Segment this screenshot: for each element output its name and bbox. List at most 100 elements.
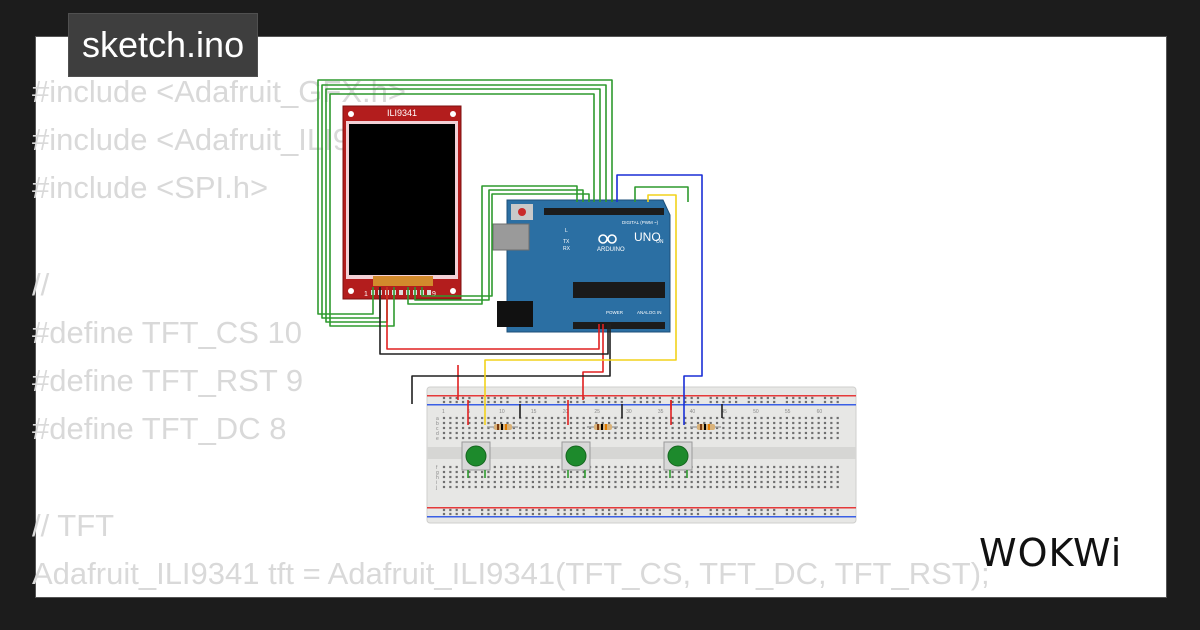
breadboard-hole bbox=[646, 431, 649, 435]
breadboard-hole bbox=[442, 426, 446, 430]
breadboard-hole bbox=[766, 508, 769, 512]
breadboard-hole bbox=[449, 485, 452, 489]
arduino-uno[interactable]: UNO ARDUINO DIGITAL (PWM ~) POWER ANALOG… bbox=[492, 199, 671, 333]
pushbutton-1[interactable] bbox=[461, 441, 491, 478]
breadboard-hole bbox=[785, 421, 788, 425]
breadboard-hole bbox=[792, 436, 795, 440]
breadboard-hole bbox=[455, 465, 458, 469]
breadboard-hole bbox=[792, 426, 795, 430]
breadboard-hole bbox=[715, 416, 719, 420]
breadboard-hole bbox=[766, 512, 769, 516]
breadboard-hole bbox=[442, 485, 446, 489]
breadboard-hole bbox=[639, 508, 642, 512]
breadboard-hole bbox=[601, 470, 604, 474]
pushbutton-3[interactable] bbox=[663, 441, 693, 478]
breadboard-hole bbox=[493, 512, 496, 516]
breadboard-hole bbox=[811, 480, 814, 484]
code-line: #define TFT_DC 8 bbox=[32, 411, 287, 447]
breadboard-column-number: 10 bbox=[499, 409, 505, 415]
breadboard-hole bbox=[766, 426, 769, 430]
breadboard-hole bbox=[557, 416, 560, 420]
breadboard-hole bbox=[804, 485, 808, 489]
breadboard-hole bbox=[652, 416, 655, 420]
breadboard-hole bbox=[455, 421, 458, 425]
breadboard-hole bbox=[474, 480, 477, 484]
breadboard-hole bbox=[557, 396, 560, 400]
breadboard-hole bbox=[779, 475, 782, 479]
code-editor[interactable]: #include <Adafruit_GFX.h>#include <Adafr… bbox=[32, 68, 990, 598]
breadboard-hole bbox=[690, 470, 693, 474]
breadboard-hole bbox=[500, 400, 503, 404]
breadboard-hole bbox=[563, 431, 566, 435]
breadboard-hole bbox=[576, 512, 579, 516]
breadboard-hole bbox=[709, 475, 712, 479]
breadboard-hole bbox=[811, 475, 814, 479]
breadboard-hole bbox=[836, 465, 839, 469]
breadboard-hole bbox=[696, 421, 700, 425]
file-tab[interactable]: sketch.ino bbox=[68, 13, 259, 77]
breadboard-hole bbox=[595, 421, 598, 425]
breadboard-hole bbox=[715, 400, 719, 404]
breadboard-hole bbox=[766, 475, 769, 479]
breadboard-hole bbox=[741, 480, 744, 484]
breadboard-hole bbox=[760, 470, 763, 474]
breadboard-hole bbox=[563, 485, 566, 489]
breadboard-hole bbox=[652, 508, 655, 512]
breadboard-hole bbox=[531, 400, 534, 404]
breadboard-hole bbox=[500, 431, 503, 435]
breadboard-hole bbox=[481, 421, 484, 425]
breadboard-hole bbox=[608, 400, 611, 404]
resistor-2 bbox=[587, 424, 618, 430]
breadboard-hole bbox=[576, 396, 579, 400]
breadboard-hole bbox=[652, 436, 655, 440]
breadboard-hole bbox=[595, 436, 598, 440]
breadboard-hole bbox=[677, 475, 681, 479]
tft-display[interactable]: ILI9341 1 9 bbox=[342, 105, 462, 300]
breadboard-hole bbox=[696, 485, 700, 489]
breadboard-hole bbox=[595, 512, 598, 516]
breadboard-hole bbox=[677, 421, 681, 425]
breadboard-hole bbox=[773, 421, 776, 425]
breadboard-hole bbox=[614, 480, 617, 484]
breadboard-hole bbox=[709, 431, 712, 435]
breadboard-hole bbox=[461, 485, 465, 489]
breadboard-hole bbox=[830, 512, 833, 516]
breadboard-hole bbox=[773, 396, 776, 400]
breadboard-hole bbox=[525, 465, 528, 469]
breadboard-hole bbox=[804, 465, 808, 469]
breadboard-hole bbox=[588, 475, 592, 479]
breadboard-hole bbox=[735, 400, 738, 404]
breadboard-hole bbox=[519, 465, 522, 469]
breadboard-hole bbox=[620, 400, 623, 404]
breadboard-hole bbox=[442, 431, 446, 435]
breadboard-hole bbox=[633, 396, 636, 400]
breadboard-hole bbox=[652, 480, 655, 484]
breadboard-hole bbox=[709, 421, 712, 425]
breadboard-hole bbox=[487, 436, 490, 440]
breadboard-hole bbox=[836, 470, 839, 474]
breadboard-hole bbox=[760, 421, 763, 425]
breadboard-hole bbox=[728, 396, 731, 400]
breadboard-hole bbox=[728, 480, 731, 484]
breadboard-hole bbox=[639, 396, 642, 400]
breadboard-column-number: 50 bbox=[753, 409, 759, 415]
pushbutton-2[interactable] bbox=[561, 441, 591, 478]
breadboard-hole bbox=[582, 480, 585, 484]
breadboard-hole bbox=[754, 400, 757, 404]
breadboard-hole bbox=[823, 431, 827, 435]
breadboard-hole bbox=[506, 512, 509, 516]
breadboard-hole bbox=[633, 512, 636, 516]
breadboard-column-number: 5 bbox=[467, 409, 470, 415]
breadboard-hole bbox=[785, 465, 788, 469]
breadboard-hole bbox=[557, 465, 560, 469]
breadboard-hole bbox=[830, 465, 833, 469]
breadboard-hole bbox=[766, 421, 769, 425]
breadboard-hole bbox=[576, 431, 579, 435]
wokwi-logo-text: WOKWi bbox=[979, 531, 1122, 575]
breadboard-hole bbox=[747, 480, 750, 484]
breadboard-hole bbox=[811, 426, 814, 430]
breadboard-hole bbox=[627, 416, 630, 420]
breadboard-hole bbox=[519, 396, 522, 400]
breadboard-hole bbox=[760, 485, 763, 489]
